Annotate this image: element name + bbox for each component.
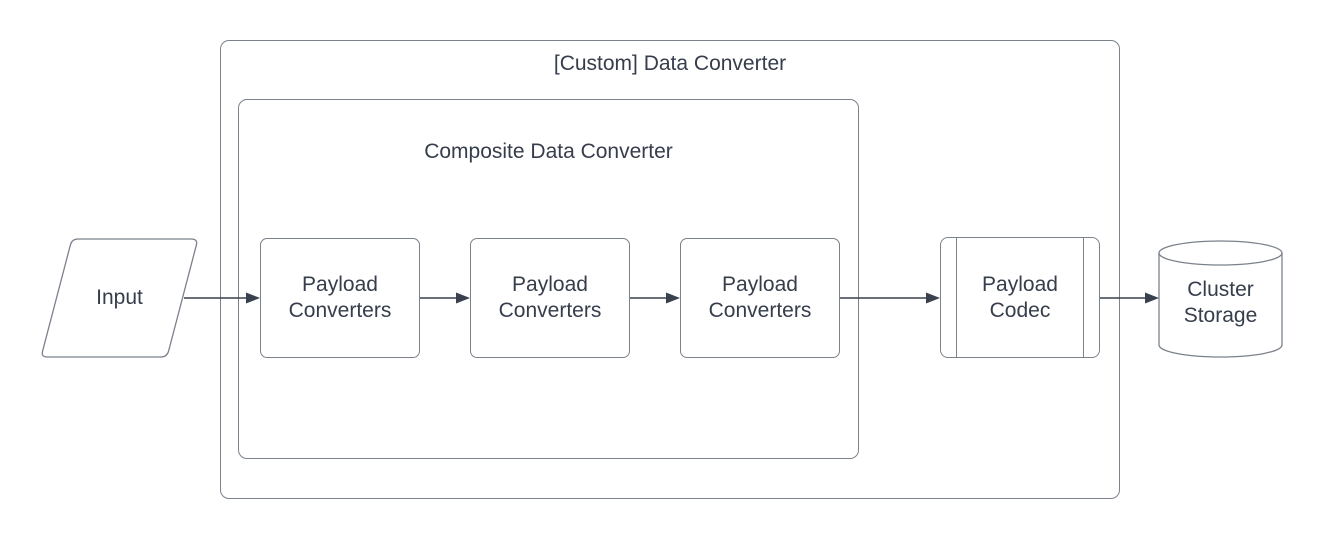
cluster-storage-rim (1158, 252, 1283, 266)
payload-converters-box-3: Payload Converters (680, 238, 840, 358)
composite-data-converter-container: Composite Data Converter (238, 99, 859, 459)
payload-converters-label-3: Payload Converters (708, 273, 812, 322)
input-shape (41, 238, 198, 358)
cluster-storage-label: Cluster Storage (1183, 278, 1258, 327)
codec-left-bar (956, 238, 957, 357)
custom-data-converter-label: [Custom] Data Converter (553, 52, 787, 75)
payload-codec-box: Payload Codec (940, 237, 1100, 358)
payload-codec-label: Payload Codec (982, 272, 1058, 322)
payload-converters-box-2: Payload Converters (470, 238, 630, 358)
cluster-storage-cylinder (1158, 240, 1283, 358)
arrowhead (1145, 292, 1159, 304)
payload-converters-box-1: Payload Converters (260, 238, 420, 358)
composite-data-converter-label: Composite Data Converter (424, 140, 673, 163)
input-label: Input (96, 286, 143, 309)
payload-converters-label-2: Payload Converters (498, 273, 602, 322)
codec-right-bar (1083, 238, 1084, 357)
cluster-storage-label-overlay: Cluster Storage (1159, 249, 1282, 357)
payload-converters-label-1: Payload Converters (288, 273, 392, 322)
custom-data-converter-container: [Custom] Data Converter (220, 40, 1120, 499)
input-label-overlay: Input (41, 239, 198, 357)
